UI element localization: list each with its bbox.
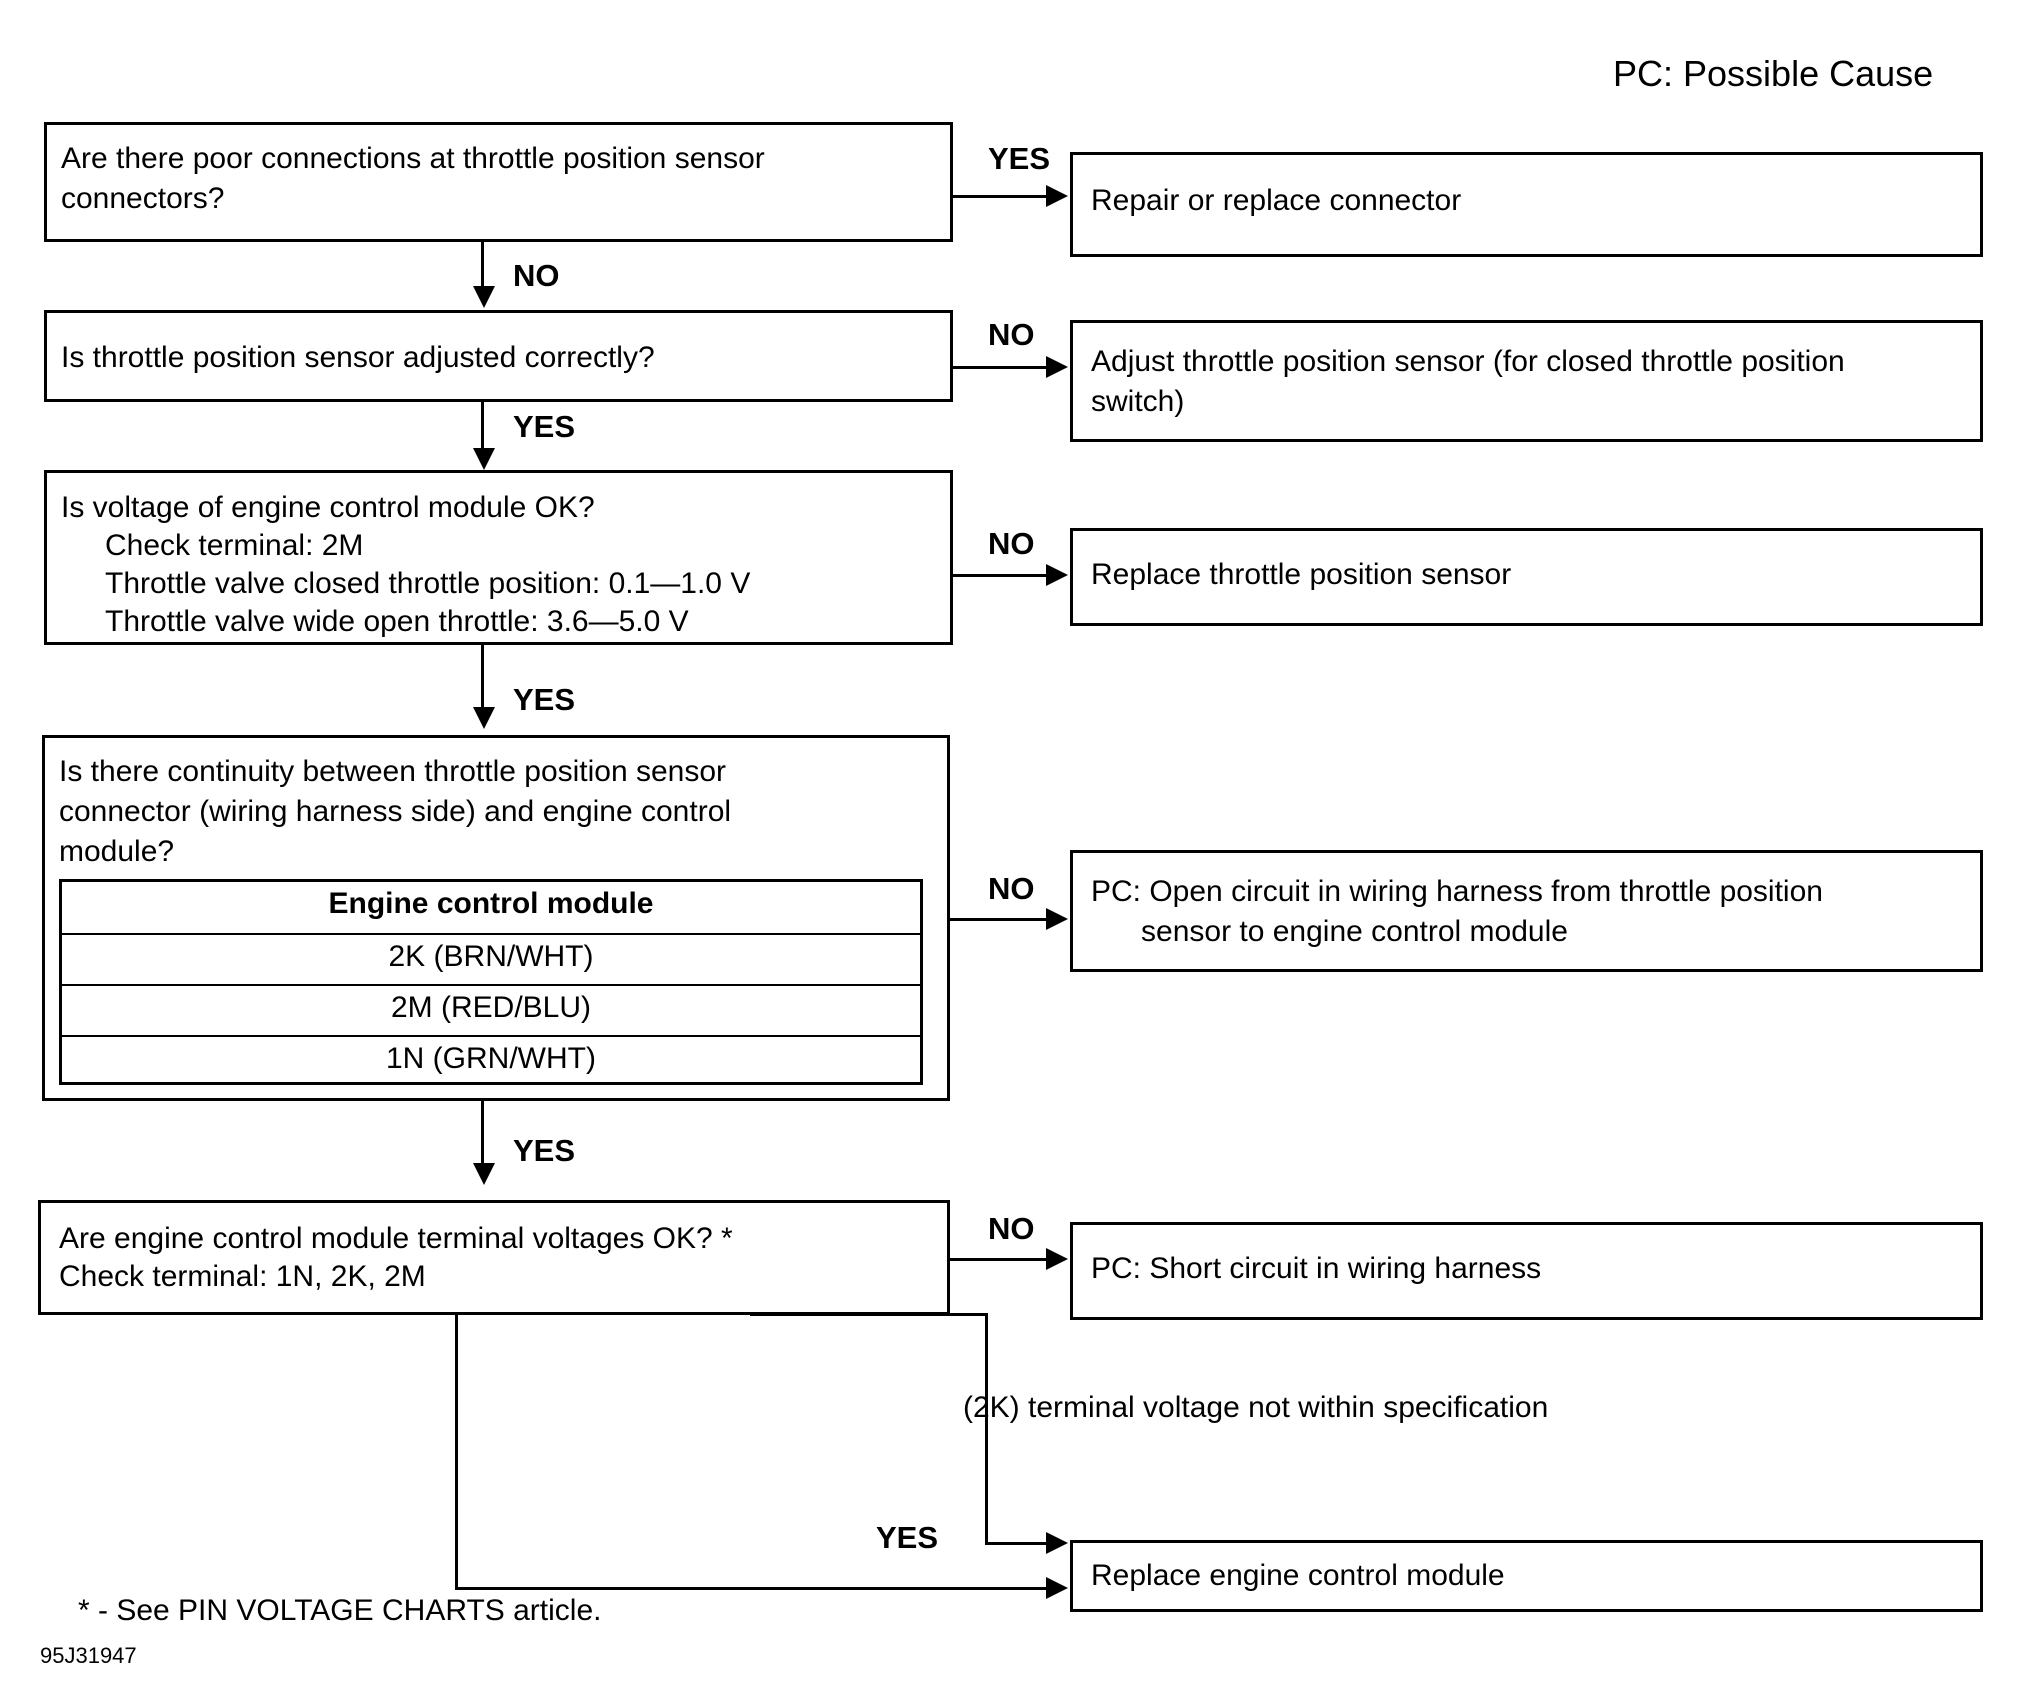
connector-q1-yes-line (953, 195, 1048, 198)
arrowhead-q5-no (1046, 1248, 1068, 1270)
arrowhead-q2-yes (473, 448, 495, 470)
node-q3-line4: Throttle valve wide open throttle: 3.6—5… (105, 605, 689, 638)
arrowhead-q1-no (473, 286, 495, 308)
connector-q2-no-line (953, 366, 1048, 369)
connector-q5-yes-horizontal (455, 1587, 1048, 1590)
node-a1-text: Repair or replace connector (1091, 184, 1462, 217)
ecm-table-header: Engine control module (62, 882, 920, 935)
connector-q5-no-line (950, 1258, 1048, 1261)
arrowhead-q4-no (1046, 908, 1068, 930)
ecm-table-row-3: 1N (GRN/WHT) (386, 1042, 596, 1075)
node-q2-text: Is throttle position sensor adjusted cor… (61, 341, 655, 374)
edge-label-q3-yes: YES (513, 682, 576, 717)
connector-q1-no-line (481, 242, 484, 292)
edge-label-q5-yes: YES (876, 1520, 939, 1555)
node-a3-text: Replace throttle position sensor (1091, 558, 1512, 591)
node-a3-replace-sensor[interactable]: Replace throttle position sensor (1070, 528, 1983, 626)
node-a1-repair-connector[interactable]: Repair or replace connector (1070, 152, 1983, 257)
connector-q4-no-line (950, 918, 1048, 921)
node-q4-text: Is there continuity between throttle pos… (59, 755, 732, 868)
node-a5-short-circuit[interactable]: PC: Short circuit in wiring harness (1070, 1222, 1983, 1320)
arrowhead-q5-yes (1046, 1577, 1068, 1599)
figure-code: 95J31947 (40, 1643, 137, 1668)
edge-label-q1-no: NO (513, 258, 560, 293)
arrowhead-q4-yes (473, 1163, 495, 1185)
node-a2-text: Adjust throttle position sensor (for clo… (1091, 345, 1845, 418)
node-a4-text: PC: Open circuit in wiring harness from … (1091, 875, 1823, 948)
node-q5-terminal-voltages[interactable]: Are engine control module terminal volta… (38, 1200, 950, 1315)
edge-label-q4-yes: YES (513, 1133, 576, 1168)
edge-label-q4-no: NO (988, 871, 1035, 906)
arrowhead-q3-no (1046, 564, 1068, 586)
node-q3-line2: Check terminal: 2M (105, 529, 364, 562)
connector-q3-yes-line (481, 645, 484, 713)
ecm-table-row-1: 2K (BRN/WHT) (62, 935, 920, 986)
arrowhead-2k (1046, 1532, 1068, 1554)
connector-q3-no-line (953, 574, 1048, 577)
connector-q2-yes-line (481, 402, 484, 454)
edge-label-2k-note: (2K) terminal voltage not within specifi… (963, 1391, 1549, 1424)
node-q3-voltage-check[interactable]: Is voltage of engine control module OK? … (44, 470, 953, 645)
arrowhead-q3-yes (473, 707, 495, 729)
node-q1-text: Are there poor connections at throttle p… (61, 142, 765, 215)
arrowhead-q2-no (1046, 356, 1068, 378)
legend-possible-cause: PC: Possible Cause (1613, 53, 1934, 94)
node-q5-line1: Are engine control module terminal volta… (59, 1222, 733, 1255)
node-q1-poor-connections[interactable]: Are there poor connections at throttle p… (44, 122, 953, 242)
node-a4-open-circuit[interactable]: PC: Open circuit in wiring harness from … (1070, 850, 1983, 972)
edge-label-q3-no: NO (988, 526, 1035, 561)
node-q4-continuity[interactable]: Is there continuity between throttle pos… (42, 735, 950, 1101)
connector-2k-vertical (985, 1313, 988, 1545)
node-q3-line1: Is voltage of engine control module OK? (61, 491, 595, 524)
edge-label-q5-no: NO (988, 1211, 1035, 1246)
edge-label-q2-no: NO (988, 317, 1035, 352)
node-a5-text: PC: Short circuit in wiring harness (1091, 1252, 1542, 1285)
edge-label-q2-yes: YES (513, 409, 576, 444)
connector-q5-yes-vertical (455, 1315, 458, 1590)
node-a2-adjust-sensor[interactable]: Adjust throttle position sensor (for clo… (1070, 320, 1983, 442)
connector-2k-horizontal (750, 1313, 988, 1316)
connector-q4-yes-line (481, 1101, 484, 1169)
arrowhead-q1-yes (1046, 185, 1068, 207)
ecm-terminal-table: Engine control module 2K (BRN/WHT) 2M (R… (59, 879, 923, 1085)
footnote-pin-voltage-charts: * - See PIN VOLTAGE CHARTS article. (78, 1594, 602, 1627)
node-q2-sensor-adjusted[interactable]: Is throttle position sensor adjusted cor… (44, 310, 953, 402)
ecm-table-row-2: 2M (RED/BLU) (62, 986, 920, 1037)
node-q3-line3: Throttle valve closed throttle position:… (105, 567, 751, 600)
node-q5-line2: Check terminal: 1N, 2K, 2M (59, 1260, 426, 1293)
node-a6-text: Replace engine control module (1091, 1559, 1505, 1592)
connector-2k-into-box (985, 1542, 1048, 1545)
node-a6-replace-ecm[interactable]: Replace engine control module (1070, 1540, 1983, 1612)
edge-label-q1-yes: YES (988, 141, 1051, 176)
